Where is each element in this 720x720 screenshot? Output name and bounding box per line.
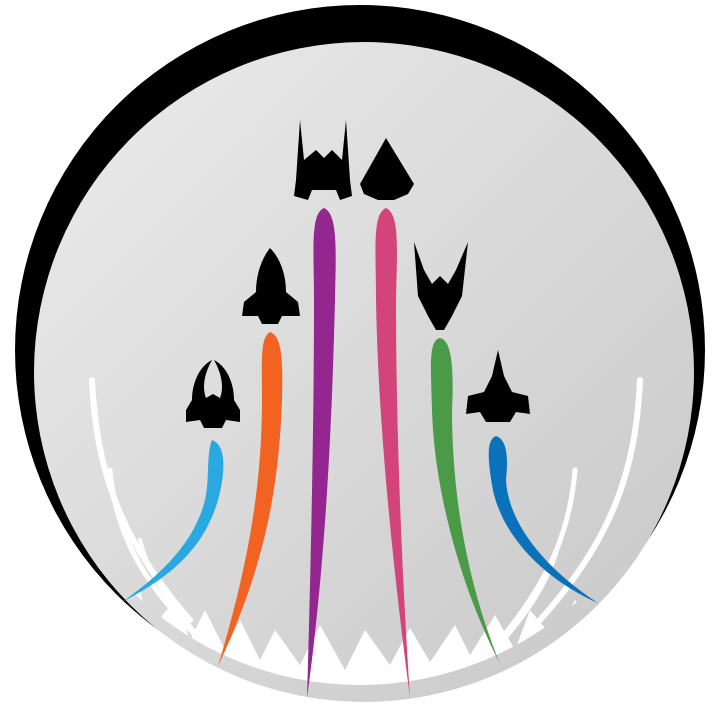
space-shuttle-icon [242, 248, 300, 324]
pincer-cruiser-icon [414, 242, 468, 330]
ships [186, 120, 530, 428]
x-wing-fighter-icon [466, 350, 530, 422]
twin-prong-fighter-icon [294, 120, 352, 200]
trail-orange [218, 332, 283, 666]
grey-disc [34, 42, 694, 702]
stealth-wing-icon [360, 138, 414, 200]
trail-dark-blue [488, 436, 598, 603]
trail-pink [375, 208, 410, 698]
trail-purple [307, 208, 336, 698]
exhaust-trails [122, 208, 598, 698]
trail-green [430, 338, 500, 664]
trail-blue [122, 440, 224, 602]
claw-fighter-icon [186, 360, 240, 428]
